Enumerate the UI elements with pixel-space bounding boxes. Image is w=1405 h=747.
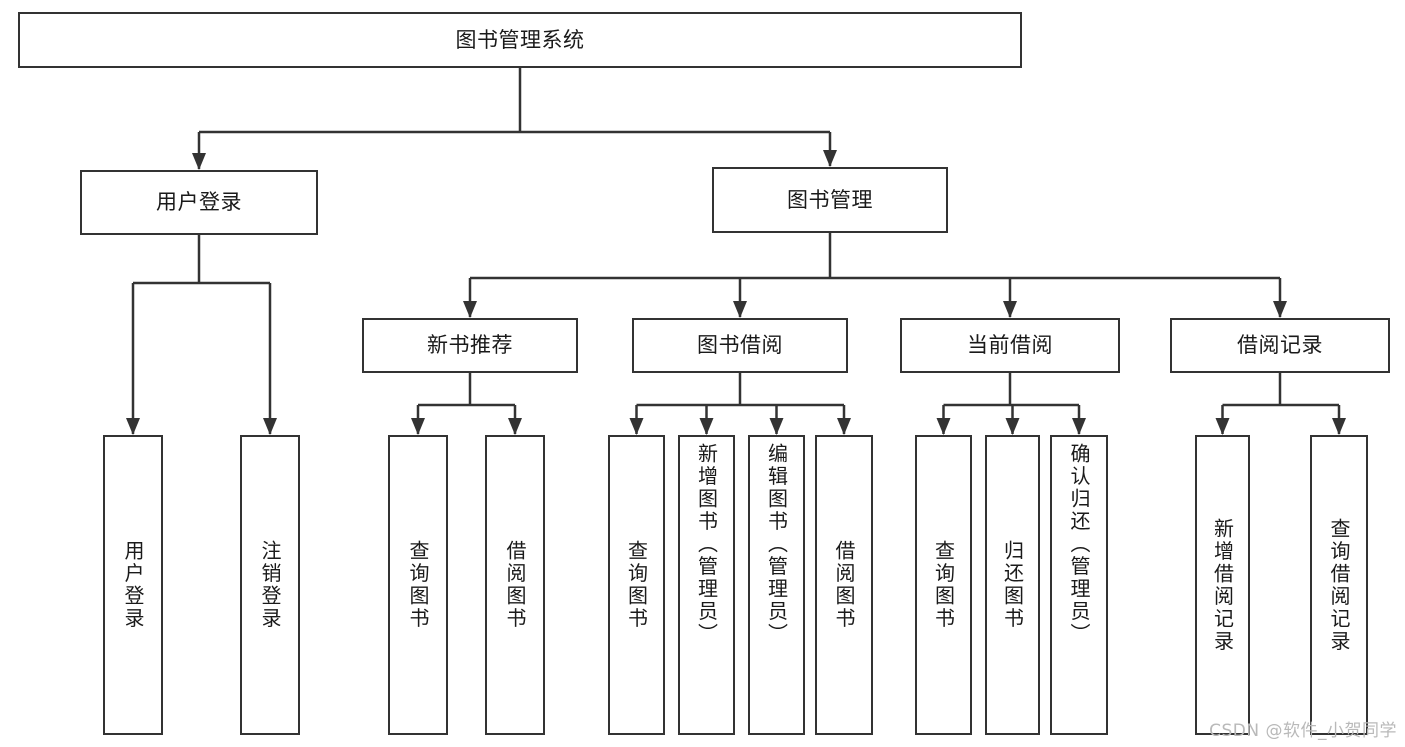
node-label: 图书管理 xyxy=(787,187,873,212)
node-borrow-record[interactable]: 借阅记录 xyxy=(1170,318,1390,373)
node-label: 确认归还（管理员） xyxy=(1067,443,1091,646)
leaf-return-book[interactable]: 归还图书 xyxy=(985,435,1040,735)
leaf-query-book-rec[interactable]: 查询图书 xyxy=(388,435,448,735)
node-current-borrow[interactable]: 当前借阅 xyxy=(900,318,1120,373)
node-book-management[interactable]: 图书管理 xyxy=(712,167,948,233)
node-label: 新书推荐 xyxy=(427,333,513,358)
node-label: 用户登录 xyxy=(156,190,242,215)
node-label: 当前借阅 xyxy=(967,333,1053,358)
node-label: 查询图书 xyxy=(406,540,430,630)
watermark: CSDN @软件_小贺同学 xyxy=(1209,721,1397,741)
node-label: 图书管理系统 xyxy=(455,27,585,52)
node-root-system[interactable]: 图书管理系统 xyxy=(18,12,1022,68)
node-book-borrow[interactable]: 图书借阅 xyxy=(632,318,848,373)
leaf-query-book-borrow[interactable]: 查询图书 xyxy=(608,435,665,735)
node-label: 查询图书 xyxy=(931,540,956,630)
leaf-borrow-book-rec[interactable]: 借阅图书 xyxy=(485,435,545,735)
node-label: 用户登录 xyxy=(121,540,145,630)
node-label: 归还图书 xyxy=(1000,540,1025,630)
leaf-edit-book-admin[interactable]: 编辑图书（管理员） xyxy=(748,435,805,735)
node-label: 查询借阅记录 xyxy=(1327,517,1351,653)
leaf-borrow-book[interactable]: 借阅图书 xyxy=(815,435,873,735)
leaf-add-book-admin[interactable]: 新增图书（管理员） xyxy=(678,435,735,735)
node-label: 借阅记录 xyxy=(1237,333,1323,358)
leaf-query-borrow-record[interactable]: 查询借阅记录 xyxy=(1310,435,1368,735)
node-label: 注销登录 xyxy=(258,540,282,630)
node-label: 图书借阅 xyxy=(697,333,783,358)
leaf-query-book-current[interactable]: 查询图书 xyxy=(915,435,972,735)
node-label: 新增图书（管理员） xyxy=(694,443,719,646)
node-label: 借阅图书 xyxy=(503,540,527,630)
node-label: 新增借阅记录 xyxy=(1210,517,1235,653)
node-user-login[interactable]: 用户登录 xyxy=(80,170,318,235)
leaf-confirm-return-admin[interactable]: 确认归还（管理员） xyxy=(1050,435,1108,735)
leaf-user-login[interactable]: 用户登录 xyxy=(103,435,163,735)
node-new-book-recommend[interactable]: 新书推荐 xyxy=(362,318,578,373)
node-label: 查询图书 xyxy=(624,540,649,630)
node-label: 借阅图书 xyxy=(832,540,856,630)
leaf-logout[interactable]: 注销登录 xyxy=(240,435,300,735)
leaf-add-borrow-record[interactable]: 新增借阅记录 xyxy=(1195,435,1250,735)
node-label: 编辑图书（管理员） xyxy=(764,443,789,646)
